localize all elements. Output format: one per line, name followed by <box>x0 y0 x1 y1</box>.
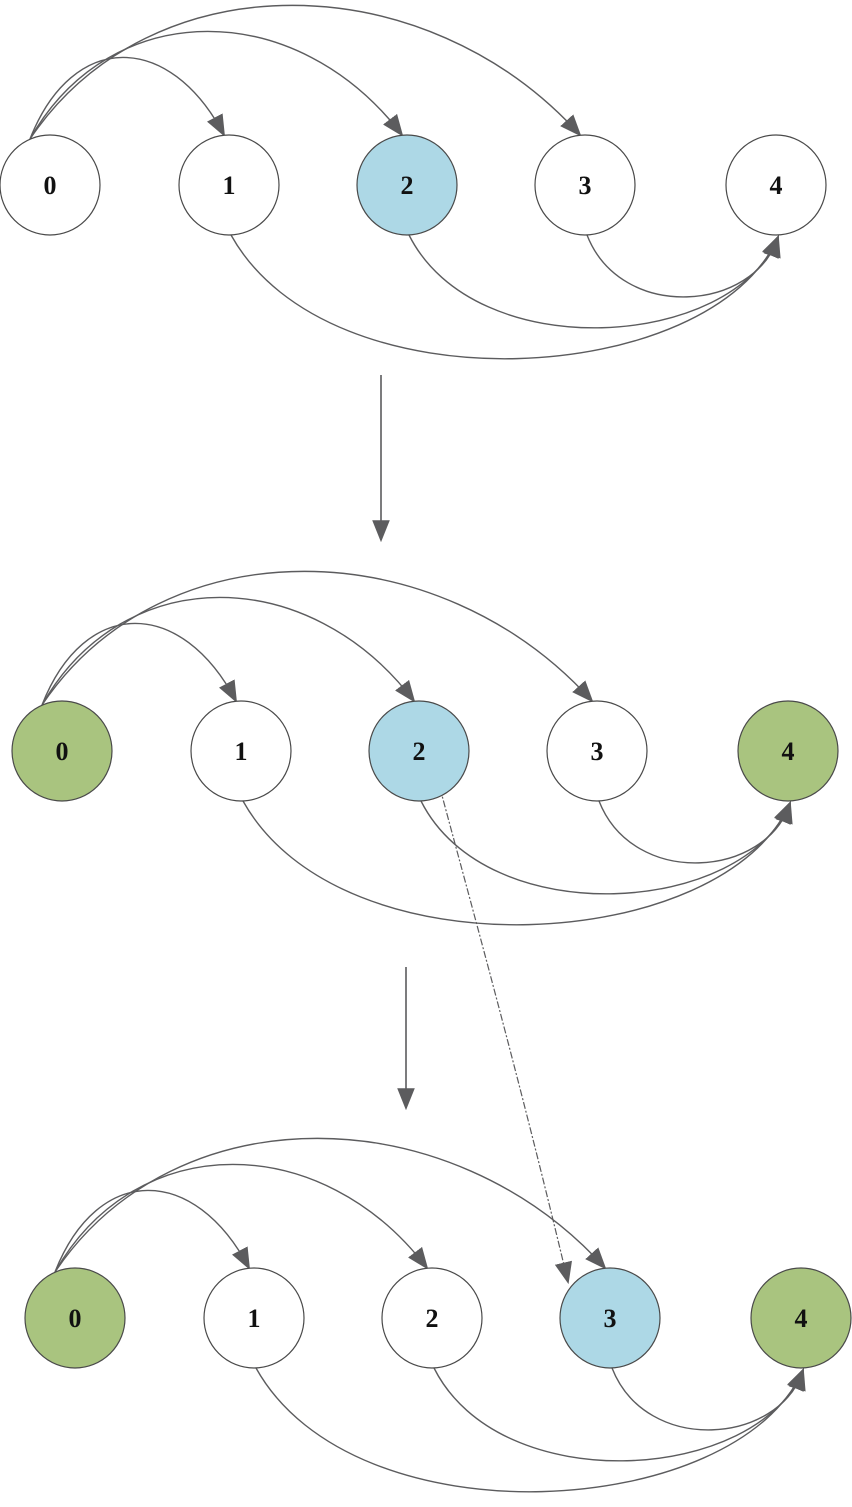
node-3-label: 3 <box>579 171 592 200</box>
edge-3-to-4 <box>611 1367 806 1431</box>
node-2-circle <box>356 134 458 236</box>
node-0-label: 0 <box>56 737 69 766</box>
edge-0-to-2 <box>54 1163 429 1273</box>
node-3-circle <box>534 134 636 236</box>
node-2-label: 2 <box>426 1304 439 1333</box>
edge-0-to-2 <box>29 30 404 140</box>
edge-3-to-4 <box>586 234 781 298</box>
edge-1-to-4 <box>230 234 779 360</box>
node-1: 1 <box>203 1267 305 1369</box>
node-2: 2 <box>356 134 458 236</box>
node-4-label: 4 <box>782 737 795 766</box>
node-3-circle <box>559 1267 661 1369</box>
edge-0-to-2 <box>41 596 416 706</box>
edge-0-to-3 <box>29 4 582 140</box>
edge-0-to-1 <box>29 56 226 140</box>
node-3: 3 <box>534 134 636 236</box>
node-0: 0 <box>0 134 101 236</box>
node-0: 0 <box>11 700 113 802</box>
node-0-circle <box>24 1267 126 1369</box>
node-1-circle <box>190 700 292 802</box>
node-4: 4 <box>725 134 827 236</box>
node-1-label: 1 <box>223 171 236 200</box>
node-3: 3 <box>546 700 648 802</box>
nodes-layer: 0 1 2 3 4 0 1 2 3 4 0 1 2 3 4 <box>0 134 852 1369</box>
node-1-label: 1 <box>248 1304 261 1333</box>
node-4-label: 4 <box>770 171 783 200</box>
edge-0-to-3 <box>54 1137 607 1273</box>
node-1-circle <box>203 1267 305 1369</box>
node-1-circle <box>178 134 280 236</box>
edge-0-to-3 <box>41 570 594 706</box>
node-3-circle <box>546 700 648 802</box>
transitions-layer <box>372 375 572 1285</box>
node-0-label: 0 <box>69 1304 82 1333</box>
node-3: 3 <box>559 1267 661 1369</box>
node-1: 1 <box>178 134 280 236</box>
edge-1-to-4 <box>255 1367 804 1493</box>
node-2-label: 2 <box>413 737 426 766</box>
node-2: 2 <box>368 700 470 802</box>
edge-1-to-4 <box>242 800 791 926</box>
move-arrow <box>439 787 572 1285</box>
node-4-label: 4 <box>795 1304 808 1333</box>
node-2: 2 <box>381 1267 483 1369</box>
node-3-label: 3 <box>591 737 604 766</box>
node-0: 0 <box>24 1267 126 1369</box>
node-0-label: 0 <box>44 171 57 200</box>
edge-0-to-1 <box>54 1189 251 1273</box>
node-2-label: 2 <box>401 171 414 200</box>
node-3-label: 3 <box>604 1304 617 1333</box>
node-4-circle <box>750 1267 852 1369</box>
node-1-label: 1 <box>235 737 248 766</box>
node-0-circle <box>0 134 101 236</box>
edges-layer <box>29 4 806 1493</box>
node-0-circle <box>11 700 113 802</box>
node-4: 4 <box>750 1267 852 1369</box>
node-4-circle <box>725 134 827 236</box>
edge-0-to-1 <box>41 622 238 706</box>
node-4: 4 <box>737 700 839 802</box>
node-1: 1 <box>190 700 292 802</box>
edge-3-to-4 <box>598 800 793 864</box>
node-4-circle <box>737 700 839 802</box>
node-2-circle <box>368 700 470 802</box>
node-2-circle <box>381 1267 483 1369</box>
